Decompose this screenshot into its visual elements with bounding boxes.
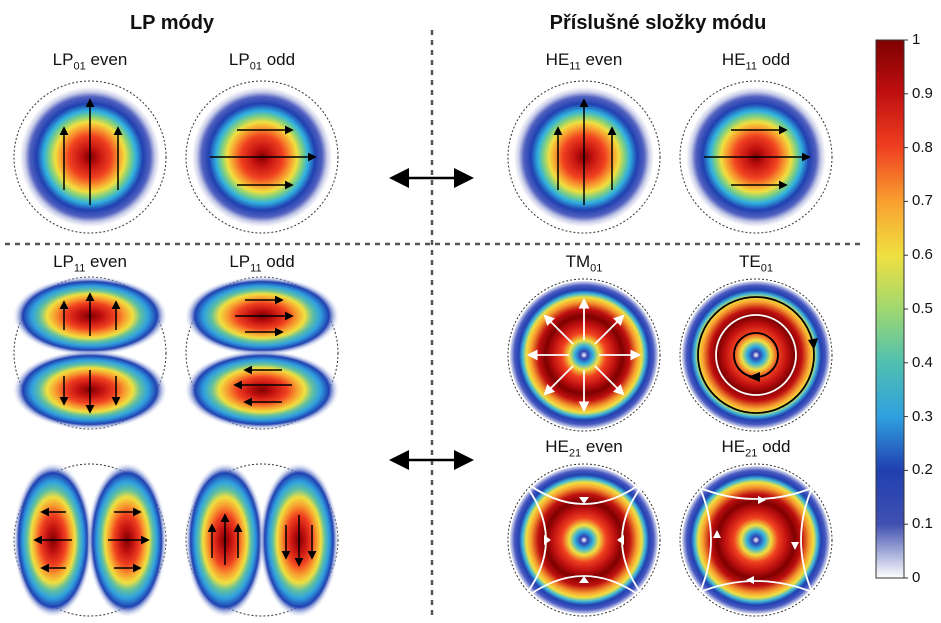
mode-he11-odd: [679, 80, 833, 234]
label-lp11-odd: LP11 odd: [229, 252, 295, 275]
colorbar-tick-label: 0.2: [912, 461, 933, 479]
header-lp-modes: LP módy: [129, 12, 215, 34]
colorbar-tick-label: 1: [912, 31, 921, 48]
colorbar-tick-label: 0.4: [912, 353, 933, 371]
label-lp11-even: LP11 even: [53, 252, 127, 275]
mode-te01: [679, 278, 833, 432]
label-te01: TE01: [739, 252, 773, 275]
mode-lp11-even: [12, 276, 168, 430]
colorbar-tick-label: 0.9: [912, 84, 933, 102]
colorbar-tick-label: 0.1: [912, 515, 933, 533]
label-lp01-even: LP01 even: [52, 50, 128, 73]
colorbar: [875, 39, 905, 579]
mode-he11-even: [507, 80, 661, 234]
label-lp01-odd: LP01 odd: [228, 50, 296, 73]
label-he21-even: HE21 even: [545, 437, 623, 460]
mode-lp11-vertical-even: [13, 462, 167, 618]
header-mode-components: Příslušné složky módu: [549, 12, 767, 34]
label-he11-odd: HE11 odd: [721, 50, 791, 73]
mode-tm01: [507, 278, 661, 432]
label-tm01: TM01: [565, 252, 603, 275]
label-he11-even: HE11 even: [545, 50, 623, 73]
colorbar-tick-label: 0: [912, 569, 921, 586]
mode-lp01-odd: [185, 80, 339, 234]
mode-he21-odd: [679, 463, 833, 617]
colorbar-tick-label: 0.5: [912, 300, 933, 317]
mode-lp11-vertical-odd: [185, 462, 339, 618]
mode-lp01-even: [13, 80, 167, 234]
colorbar-tick-label: 0.6: [912, 246, 933, 264]
label-he21-odd: HE21 odd: [721, 437, 791, 460]
colorbar-tick-label: 0.7: [912, 192, 933, 210]
mode-lp11-odd: [184, 276, 340, 430]
colorbar-tick-label: 0.8: [912, 138, 933, 156]
colorbar-tick-label: 0.3: [912, 407, 933, 425]
mode-he21-even: [507, 463, 661, 617]
